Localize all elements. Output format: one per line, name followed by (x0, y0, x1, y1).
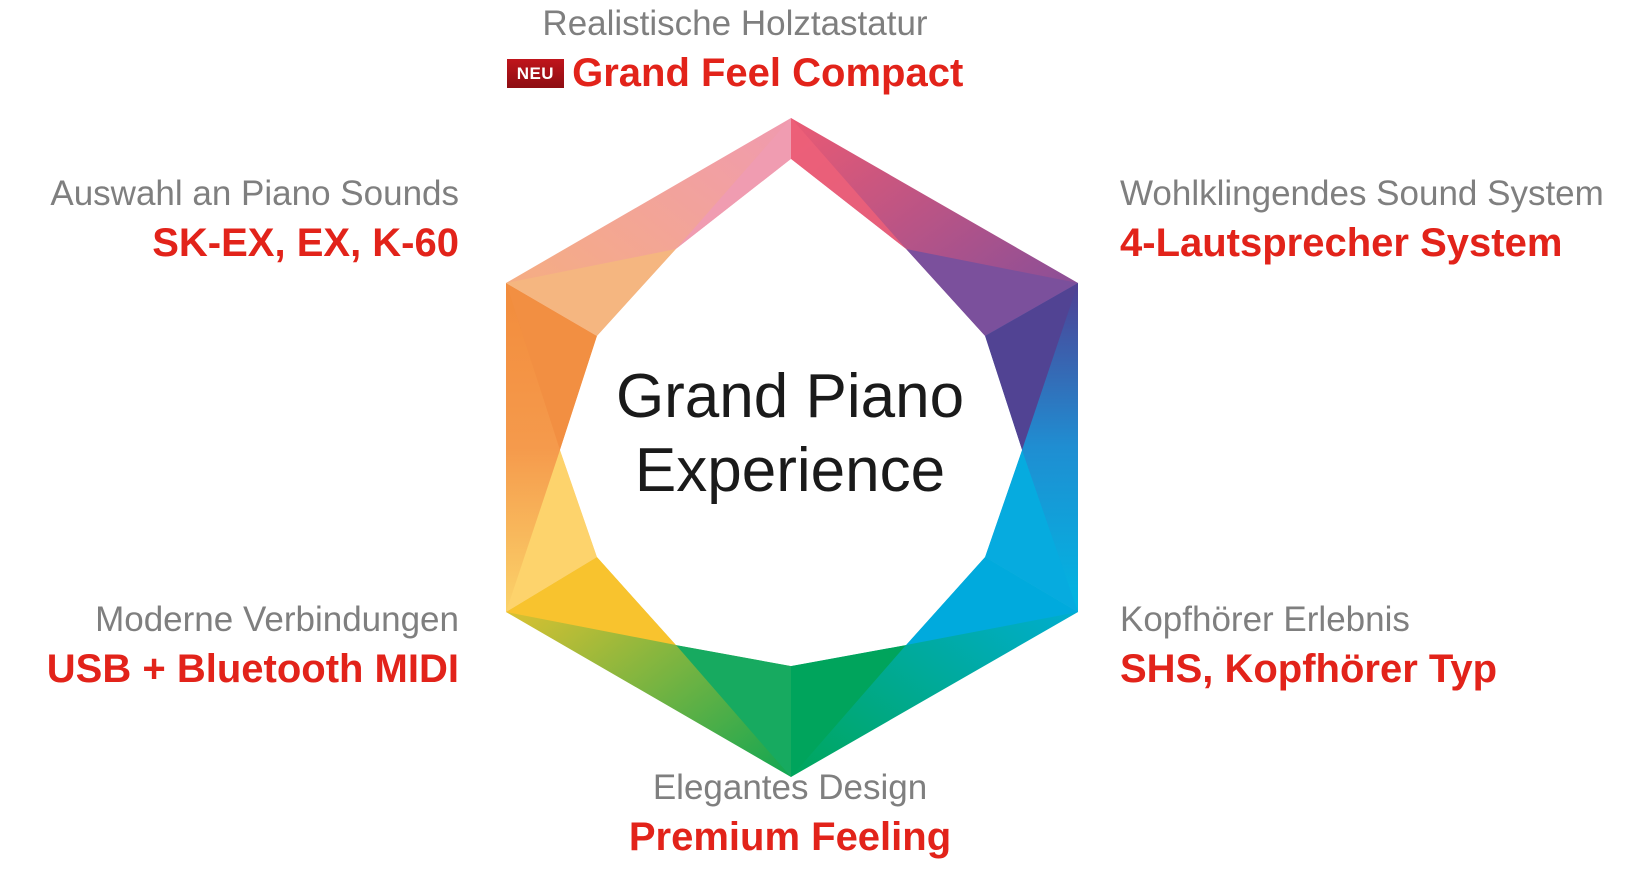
feature-upper-right-title: 4-Lautsprecher System (1120, 221, 1563, 265)
segment-right (985, 283, 1078, 612)
feature-upper-right-subtitle: Wohlklingendes Sound System (1120, 174, 1604, 213)
segment-left (506, 283, 597, 612)
feature-lower-left: Moderne Verbindungen USB + Bluetooth MID… (47, 602, 459, 689)
new-badge: NEU (506, 58, 565, 88)
feature-lower-right: Kopfhörer Erlebnis SHS, Kopfhörer Typ (1120, 602, 1497, 689)
inner-area (560, 159, 1022, 666)
segment-top-right (791, 118, 1078, 336)
feature-top-title: Grand Feel Compact (572, 51, 964, 95)
feature-upper-left: Auswahl an Piano Sounds SK-EX, EX, K-60 (50, 176, 459, 263)
segment-bottom-right (791, 557, 1078, 777)
segment-bottom-left (506, 557, 791, 777)
feature-upper-right: Wohlklingendes Sound System 4-Lautsprech… (1120, 176, 1604, 263)
center-title-line2: Experience (634, 436, 946, 506)
feature-lower-left-title: USB + Bluetooth MIDI (46, 647, 459, 691)
center-title-line1: Grand Piano (615, 362, 965, 431)
feature-top: Realistische Holztastatur NEU Grand Feel… (470, 6, 1000, 93)
feature-lower-right-subtitle: Kopfhörer Erlebnis (1120, 600, 1410, 639)
feature-lower-right-title: SHS, Kopfhörer Typ (1120, 647, 1498, 691)
segment-top-left (506, 118, 791, 336)
center-title: Grand Piano Experience (590, 360, 990, 509)
feature-bottom: Elegantes Design Premium Feeling (540, 770, 1040, 857)
feature-top-subtitle: Realistische Holztastatur (542, 4, 928, 43)
feature-upper-left-subtitle: Auswahl an Piano Sounds (50, 174, 459, 213)
feature-lower-left-subtitle: Moderne Verbindungen (95, 600, 459, 639)
feature-upper-left-title: SK-EX, EX, K-60 (152, 221, 459, 265)
feature-bottom-subtitle: Elegantes Design (652, 768, 928, 807)
feature-bottom-title: Premium Feeling (628, 815, 952, 859)
feature-top-title-row: NEU Grand Feel Compact (470, 53, 1000, 93)
